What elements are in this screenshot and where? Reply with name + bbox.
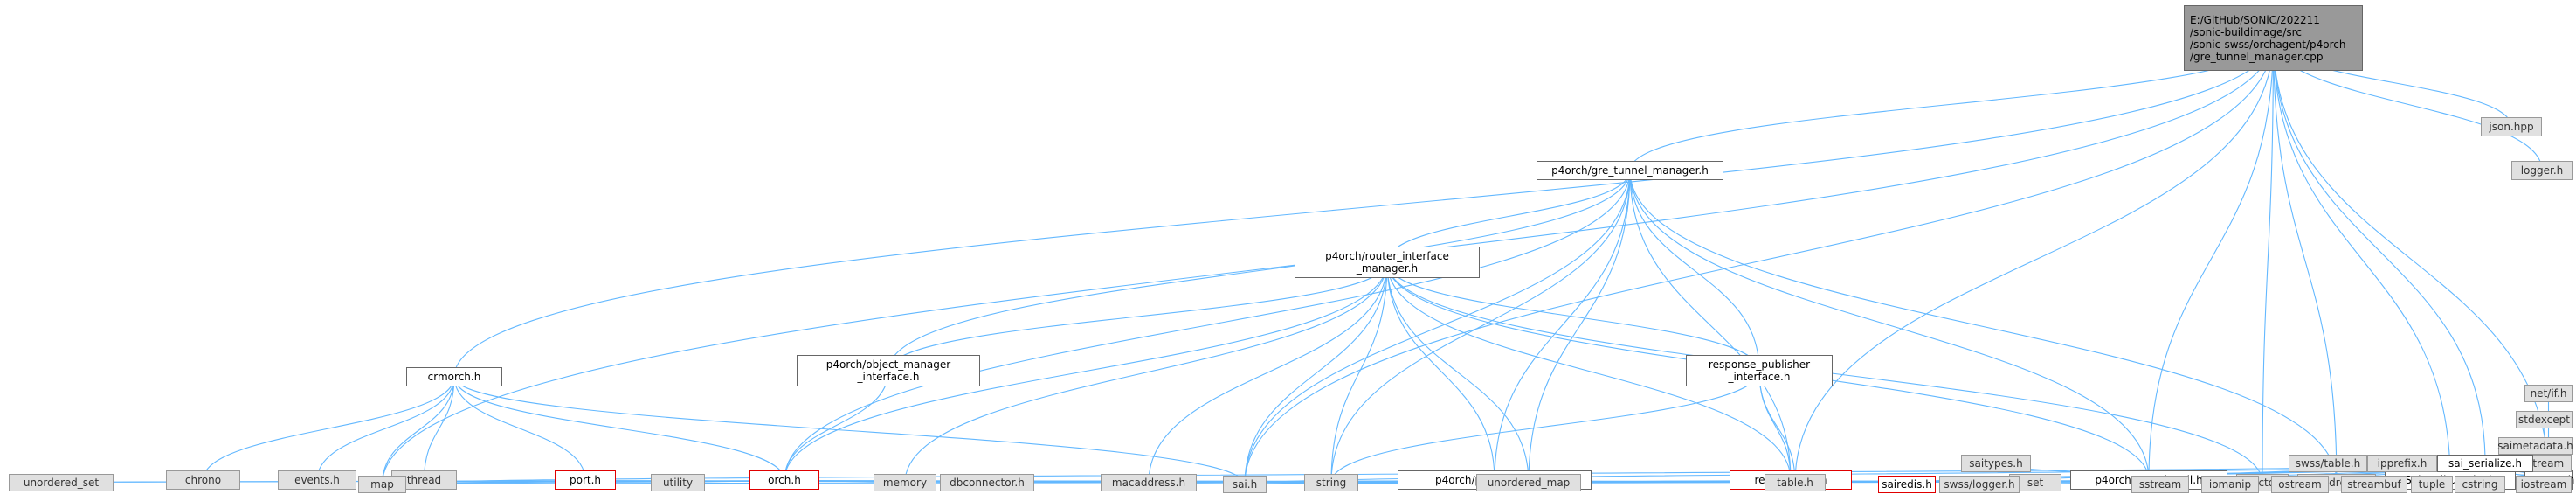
include-edge xyxy=(887,170,1631,372)
node-ostream[interactable]: ostream xyxy=(2271,476,2329,493)
node-events-h[interactable]: events.h xyxy=(278,470,356,490)
node-cstring[interactable]: cstring xyxy=(2455,476,2505,493)
node-root-file: E:/GitHub/SONiC/202211 /sonic-buildimage… xyxy=(2184,5,2363,71)
include-edge xyxy=(784,370,889,481)
include-edge xyxy=(2272,38,2486,464)
include-edge xyxy=(1244,170,1631,485)
include-edge xyxy=(904,261,1388,484)
node-response-publisher-interface-h[interactable]: response_publisher _interface.h xyxy=(1686,355,1833,386)
include-edge xyxy=(1330,170,1631,484)
node-tuple[interactable]: tuple xyxy=(2411,476,2453,493)
node-dbconnector-h[interactable]: dbconnector.h xyxy=(940,474,1034,491)
include-edge xyxy=(1528,170,1631,484)
node-object-manager-interface-h[interactable]: p4orch/object_manager _interface.h xyxy=(797,355,980,386)
node-json-hpp[interactable]: json.hpp xyxy=(2481,117,2542,136)
node-iostream[interactable]: iostream xyxy=(2516,476,2572,493)
include-edge xyxy=(1244,38,2275,485)
node-sstream[interactable]: sstream xyxy=(2131,476,2189,493)
node-macaddress-h[interactable]: macaddress.h xyxy=(1101,474,1197,491)
node-router-interface-manager-h[interactable]: p4orch/router_interface _manager.h xyxy=(1295,247,1480,278)
include-edge xyxy=(453,38,2275,378)
include-edge xyxy=(1386,261,1760,372)
include-edge xyxy=(1629,170,2150,481)
include-edge xyxy=(381,376,455,485)
node-chrono[interactable]: chrono xyxy=(166,470,240,490)
include-edge xyxy=(1629,170,2338,484)
node-thread[interactable]: thread xyxy=(391,470,457,490)
node-unordered-map[interactable]: unordered_map xyxy=(1476,474,1581,491)
include-edge xyxy=(316,376,455,481)
include-edge xyxy=(453,376,785,481)
include-edge xyxy=(2262,38,2275,484)
include-edge xyxy=(1330,261,1388,484)
include-edge xyxy=(1386,261,1495,481)
include-edge xyxy=(1494,170,1631,481)
node-streambuf[interactable]: streambuf xyxy=(2341,476,2407,493)
include-edge xyxy=(1386,261,1792,481)
include-edge xyxy=(1330,370,1760,484)
node-iomanip[interactable]: iomanip xyxy=(2201,476,2259,493)
node-swss-table-h[interactable]: swss/table.h xyxy=(2289,455,2367,472)
include-edge xyxy=(453,376,1246,485)
include-edge xyxy=(2272,38,2550,481)
node-ipprefix-h[interactable]: ipprefix.h xyxy=(2367,455,2437,472)
include-edge xyxy=(1629,170,1760,372)
include-edge xyxy=(1386,170,1631,263)
include-edge xyxy=(1629,170,1792,481)
node-utility[interactable]: utility xyxy=(651,474,705,491)
node-stdexcept[interactable]: stdexcept xyxy=(2516,411,2573,428)
include-edge xyxy=(202,376,455,481)
node-logger-h[interactable]: logger.h xyxy=(2511,161,2573,180)
node-unordered-set[interactable]: unordered_set xyxy=(9,474,114,491)
include-edge xyxy=(1794,38,2275,484)
node-gre-tunnel-manager-h[interactable]: p4orch/gre_tunnel_manager.h xyxy=(1537,161,1723,180)
node-crmorch-h[interactable]: crmorch.h xyxy=(406,367,502,386)
node-net-if-h[interactable]: net/if.h xyxy=(2524,385,2573,402)
node-swss-logger-h[interactable]: swss/logger.h xyxy=(1939,476,2020,493)
include-edge xyxy=(2148,38,2275,481)
node-table-h[interactable]: table.h xyxy=(1765,474,1826,491)
include-edge xyxy=(887,261,1388,372)
include-edge xyxy=(1148,261,1388,484)
node-string[interactable]: string xyxy=(1304,474,1358,491)
include-edge xyxy=(1629,38,2275,171)
include-edge xyxy=(784,170,1631,481)
node-saimetadata-h[interactable]: saimetadata.h xyxy=(2497,437,2573,455)
include-edge xyxy=(1758,370,1792,481)
include-edge xyxy=(1758,370,1796,484)
node-map[interactable]: map xyxy=(358,476,406,493)
node-sai-h[interactable]: sai.h xyxy=(1223,476,1267,493)
include-edge xyxy=(1244,261,1388,485)
node-saitypes-h[interactable]: saitypes.h xyxy=(1961,455,2031,472)
node-sairedis-h[interactable]: sairedis.h xyxy=(1878,476,1936,493)
node-set[interactable]: set xyxy=(2009,474,2061,491)
include-edge xyxy=(453,376,586,481)
include-edge xyxy=(423,376,455,481)
include-edge xyxy=(2272,38,2338,484)
include-edge xyxy=(1386,261,1530,484)
node-sai-serialize-h[interactable]: sai_serialize.h xyxy=(2437,455,2533,472)
node-port-h[interactable]: port.h xyxy=(555,470,616,490)
include-edge xyxy=(2272,38,2451,481)
node-orch-h[interactable]: orch.h xyxy=(749,470,819,490)
include-edge xyxy=(784,261,1388,481)
node-memory[interactable]: memory xyxy=(874,474,936,491)
